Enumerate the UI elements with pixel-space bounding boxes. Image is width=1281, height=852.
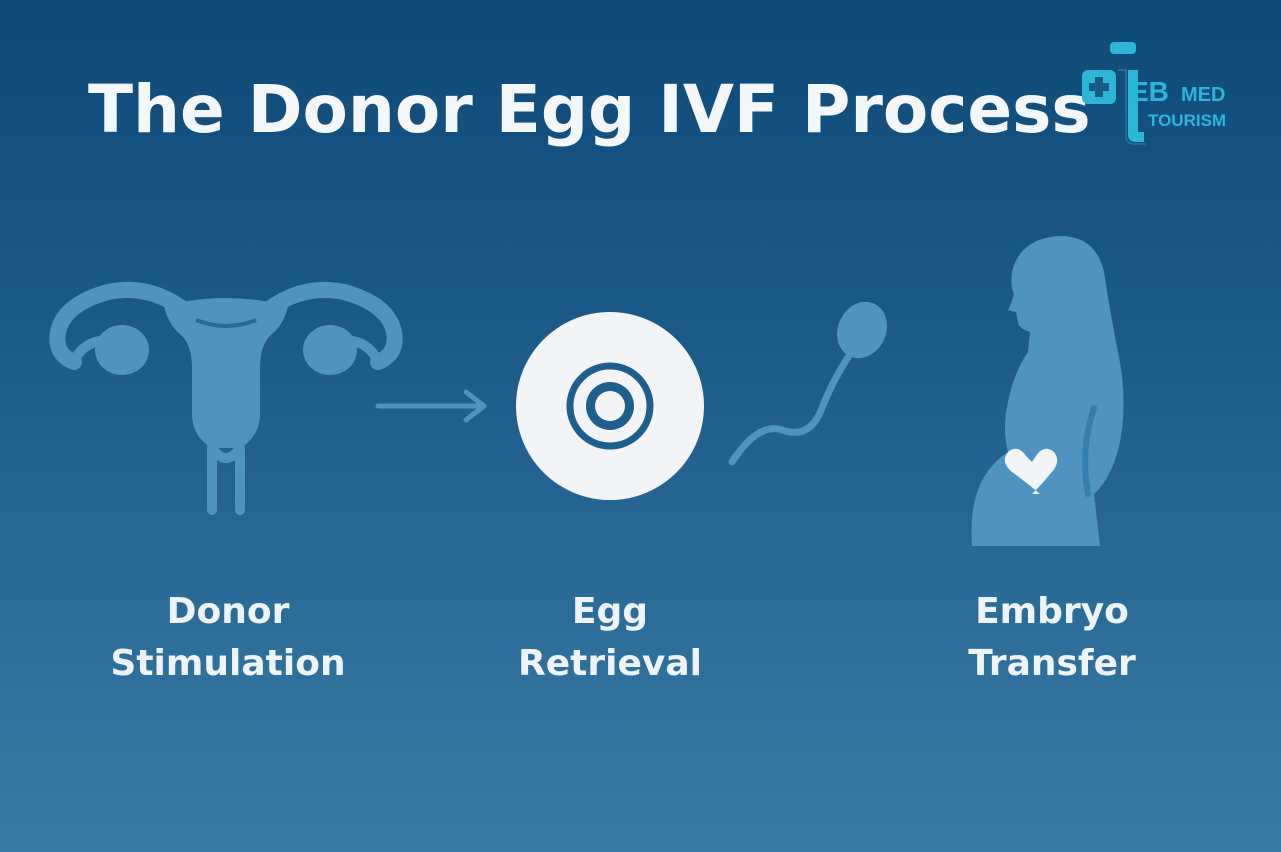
eb-med-tourism-logo: EB MED TOURISM bbox=[1078, 40, 1238, 150]
step-3-line-1: Embryo bbox=[975, 591, 1129, 632]
step-label-embryo-transfer: Embryo Transfer bbox=[922, 586, 1182, 690]
step-2-line-1: Egg bbox=[571, 591, 649, 632]
sperm-icon bbox=[724, 290, 904, 470]
logo-line2: TOURISM bbox=[1148, 111, 1226, 130]
uterus-icon bbox=[46, 272, 406, 522]
step-1-line-2: Stimulation bbox=[110, 643, 346, 684]
arrow-right-icon bbox=[374, 388, 494, 424]
step-2-line-2: Retrieval bbox=[518, 643, 702, 684]
logo-line1: MED bbox=[1181, 84, 1225, 106]
step-1-line-1: Donor bbox=[166, 591, 290, 632]
pregnant-woman-icon bbox=[968, 232, 1158, 548]
step-label-donor-stimulation: Donor Stimulation bbox=[88, 586, 368, 690]
page-title: The Donor Egg IVF Process bbox=[88, 71, 1091, 148]
egg-icon bbox=[514, 310, 706, 502]
step-3-line-2: Transfer bbox=[968, 643, 1136, 684]
step-label-egg-retrieval: Egg Retrieval bbox=[480, 586, 740, 690]
logo-mark: EB bbox=[1130, 76, 1169, 107]
